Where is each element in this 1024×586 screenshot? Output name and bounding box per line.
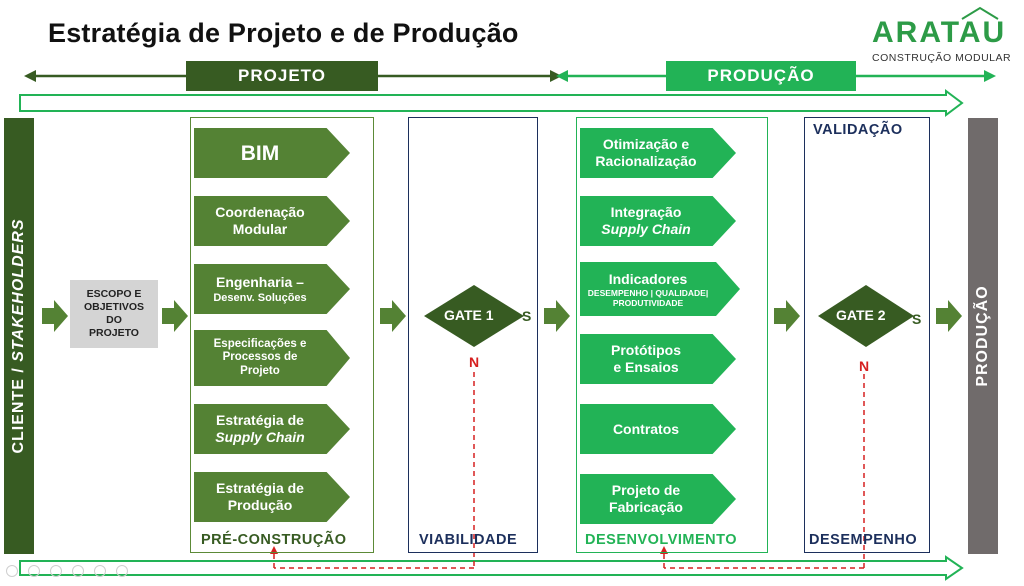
phase-projeto-header: PROJETO [186, 61, 378, 91]
nav-circle-icon[interactable] [72, 565, 84, 577]
nav-circle-icon[interactable] [6, 565, 18, 577]
gate-2-yes: S [912, 311, 922, 327]
chevron-optimization: Otimização e Racionalização [580, 128, 736, 178]
chevron-contracts: Contratos [580, 404, 736, 454]
gate-1-diamond [424, 285, 524, 347]
logo-tagline: CONSTRUÇÃO MODULAR [872, 52, 1012, 64]
logo-wordmark: ARATAU [872, 16, 1007, 49]
chevron-bim: BIM [194, 128, 350, 178]
nav-circle-icon[interactable] [28, 565, 40, 577]
development-frame: DESENVOLVIMENTO [576, 117, 768, 553]
client-stakeholders-bar: CLIENTE / STAKEHOLDERS [4, 118, 34, 554]
chevron-fabrication: Projeto de Fabricação [580, 474, 736, 524]
camera-icon[interactable] [116, 565, 128, 577]
scope-box: ESCOPO E OBJETIVOS DO PROJETO [70, 280, 158, 348]
gate-2-diamond [818, 285, 914, 347]
pre-construction-frame: PRÉ-CONSTRUÇÃO [190, 117, 374, 553]
viability-label: VIABILIDADE [419, 532, 518, 548]
engineering-title: Engenharia – [216, 273, 304, 290]
gate-2-no: N [859, 358, 870, 374]
company-logo: ARATAU CONSTRUÇÃO MODULAR [872, 6, 1011, 66]
roof-icon [961, 6, 999, 20]
indicators-subtitle: DESEMPENHO | QUALIDADE| PRODUTIVIDADE [587, 287, 709, 308]
client-stakeholders-label: CLIENTE / STAKEHOLDERS [10, 218, 27, 454]
indicators-title: Indicadores [608, 270, 688, 287]
validation-label: VALIDAÇÃO [813, 122, 903, 138]
gate-1-yes: S [522, 308, 532, 324]
chevron-engineering: Engenharia – Desenv. Soluções [194, 264, 350, 314]
phase-producao-header: PRODUÇÃO [666, 61, 856, 91]
production-bar: PRODUÇÃO [968, 118, 998, 554]
gate-2-label: GATE 2 [836, 307, 886, 323]
slide-controls[interactable] [6, 564, 166, 580]
page-title: Estratégia de Projeto e de Produção [48, 18, 519, 48]
validation-frame: VALIDAÇÃO DESEMPENHO [804, 117, 930, 553]
nav-circle-icon[interactable] [94, 565, 106, 577]
chevron-prototypes: Protótipos e Ensaios [580, 334, 736, 384]
supply-strategy-subtitle: Supply Chain [215, 429, 305, 445]
supply-strategy-title: Estratégia de [216, 412, 304, 428]
chevron-production-strategy: Estratégia de Produção [194, 472, 350, 522]
nav-circle-icon[interactable] [50, 565, 62, 577]
development-label: DESENVOLVIMENTO [585, 532, 737, 548]
gate-1-no: N [469, 354, 480, 370]
performance-label: DESEMPENHO [809, 532, 918, 548]
viability-frame: VIABILIDADE [408, 117, 538, 553]
chevron-indicators: Indicadores DESEMPENHO | QUALIDADE| PROD… [580, 262, 740, 316]
integration-title: Integração [610, 204, 682, 220]
chevron-modular-coordination: Coordenação Modular [194, 196, 350, 246]
gate-1-label: GATE 1 [444, 307, 494, 323]
chevron-supply-chain-strategy: Estratégia de Supply Chain [194, 404, 350, 454]
integration-subtitle: Supply Chain [601, 221, 691, 237]
pre-construction-label: PRÉ-CONSTRUÇÃO [201, 532, 347, 548]
engineering-subtitle: Desenv. Soluções [213, 291, 307, 304]
chevron-specifications: Especificações e Processos de Projeto [194, 330, 350, 386]
chevron-supply-chain-integration: Integração Supply Chain [580, 196, 736, 246]
production-bar-label: PRODUÇÃO [974, 285, 991, 387]
